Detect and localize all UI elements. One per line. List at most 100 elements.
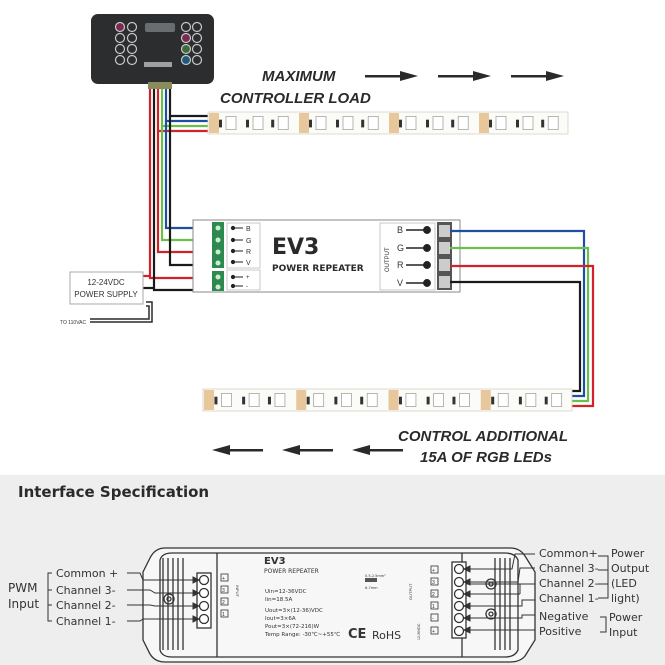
power-output-label-3: (LED bbox=[611, 577, 637, 590]
left-terminal-labels bbox=[220, 573, 229, 618]
arrow-left-icon bbox=[352, 445, 403, 455]
resistor bbox=[518, 396, 522, 405]
resistor bbox=[426, 396, 430, 405]
input-pin-v: V bbox=[246, 260, 251, 267]
mains-label: TO 110VAC bbox=[60, 320, 87, 326]
ev3-repeater: B G R V + - EV3 POWER REPEATER OUTPUT B … bbox=[192, 219, 461, 293]
solder-pad bbox=[480, 390, 491, 410]
arrow-left-icon bbox=[282, 445, 333, 455]
resistor bbox=[398, 396, 402, 405]
svg-text:POWER SUPPLY: POWER SUPPLY bbox=[74, 290, 138, 299]
rohs-mark: RoHS bbox=[372, 629, 401, 642]
solder-pad bbox=[299, 113, 309, 133]
left-leader-lines bbox=[47, 572, 201, 623]
svg-text:0.5-2.5mm²: 0.5-2.5mm² bbox=[365, 574, 386, 578]
output-pin-v: V bbox=[397, 278, 403, 288]
led-chip bbox=[457, 116, 469, 130]
svg-text:OUTPUT: OUTPUT bbox=[408, 583, 413, 600]
resistor bbox=[426, 119, 429, 128]
right-leader-lines bbox=[462, 553, 609, 634]
svg-text:-: - bbox=[432, 616, 434, 622]
resistor bbox=[516, 119, 519, 128]
led-chip bbox=[252, 116, 264, 130]
led-chip bbox=[547, 116, 559, 130]
input-label: Input bbox=[8, 597, 39, 611]
rgb-controller bbox=[91, 14, 214, 89]
right-label-ch3: Channel 3- bbox=[539, 562, 599, 575]
arrow-right-icon bbox=[365, 71, 418, 81]
right-label-negative: Negative bbox=[539, 610, 589, 623]
arrow-right-icon bbox=[511, 71, 564, 81]
top-caption-line1: MAXIMUM bbox=[262, 68, 336, 85]
svg-text:3: 3 bbox=[432, 580, 435, 586]
resistor bbox=[360, 396, 364, 405]
resistor bbox=[452, 396, 456, 405]
led-chip bbox=[405, 393, 417, 407]
wire-strip-icon: 0.5-2.5mm² 6-7mm bbox=[365, 574, 386, 590]
output-pin-b: B bbox=[397, 225, 403, 235]
led-chip bbox=[366, 393, 378, 407]
right-terminal-labels bbox=[430, 565, 439, 635]
svg-text:1: 1 bbox=[432, 604, 435, 610]
svg-text:+: + bbox=[432, 629, 435, 635]
solder-pad bbox=[479, 113, 489, 133]
led-chip bbox=[313, 393, 325, 407]
resistor bbox=[541, 119, 545, 128]
right-label-common: Common+ bbox=[539, 547, 598, 560]
spec-pout: Pout=3×(72-216)W bbox=[265, 624, 320, 630]
device-subtitle: POWER REPEATER bbox=[264, 568, 319, 575]
output-wires bbox=[450, 229, 595, 408]
input-pin-g: G bbox=[246, 238, 251, 245]
led-chip bbox=[522, 116, 534, 130]
svg-text:+: + bbox=[432, 568, 435, 574]
led-chip bbox=[315, 116, 327, 130]
solder-pad bbox=[388, 390, 399, 410]
arrows-left bbox=[212, 445, 403, 455]
resistor bbox=[271, 119, 275, 128]
spec-temp: Temp Range: -30℃~+55℃ bbox=[264, 631, 340, 638]
led-chip bbox=[551, 393, 563, 407]
led-chip bbox=[248, 393, 260, 407]
resistor bbox=[246, 119, 249, 128]
led-strip-bottom bbox=[202, 388, 573, 412]
led-chip bbox=[459, 393, 470, 407]
bottom-caption-line1: CONTROL ADDITIONAL bbox=[398, 428, 568, 445]
led-chip bbox=[495, 116, 507, 130]
ce-mark: CE bbox=[348, 627, 366, 642]
resistor bbox=[334, 396, 338, 405]
led-chip bbox=[525, 393, 537, 407]
resistor bbox=[489, 119, 492, 128]
spec-device bbox=[142, 547, 536, 663]
resistor bbox=[309, 119, 312, 128]
power-supply: 12-24VDC POWER SUPPLY bbox=[69, 271, 144, 305]
led-chip bbox=[277, 116, 289, 130]
svg-text:12-24VDC: 12-24VDC bbox=[87, 278, 125, 287]
solder-pad bbox=[204, 390, 214, 410]
svg-text:2: 2 bbox=[432, 592, 435, 598]
spec-heading: Interface Specification bbox=[18, 483, 209, 501]
output-pin-r: R bbox=[397, 260, 404, 270]
arrow-left-icon bbox=[212, 445, 263, 455]
right-label-positive: Positive bbox=[539, 625, 582, 638]
resistor bbox=[491, 396, 495, 405]
svg-text:12-36VDC: 12-36VDC bbox=[417, 623, 421, 640]
right-label-ch2: Channel 2- bbox=[539, 577, 599, 590]
input-pin-b: B bbox=[246, 226, 251, 233]
power-pin-minus: - bbox=[246, 284, 248, 290]
resistor bbox=[336, 119, 339, 128]
power-input-label-2: Input bbox=[609, 626, 638, 639]
pwm-label: PWM bbox=[8, 581, 37, 595]
svg-text:+: + bbox=[222, 576, 225, 582]
resistor bbox=[214, 396, 218, 405]
led-chip bbox=[225, 116, 237, 130]
repeater-subtitle: POWER REPEATER bbox=[272, 264, 364, 274]
top-caption-line2: CONTROLLER LOAD bbox=[220, 90, 371, 107]
svg-text:1: 1 bbox=[222, 612, 225, 618]
led-chip bbox=[405, 116, 417, 130]
power-output-label-4: light) bbox=[611, 592, 640, 605]
input-pin-r: R bbox=[246, 249, 251, 256]
right-label-ch1: Channel 1- bbox=[539, 592, 599, 605]
resistor bbox=[306, 396, 310, 405]
spec-iout: Iout=3×6A bbox=[265, 616, 296, 622]
power-pin-plus: + bbox=[246, 275, 250, 281]
